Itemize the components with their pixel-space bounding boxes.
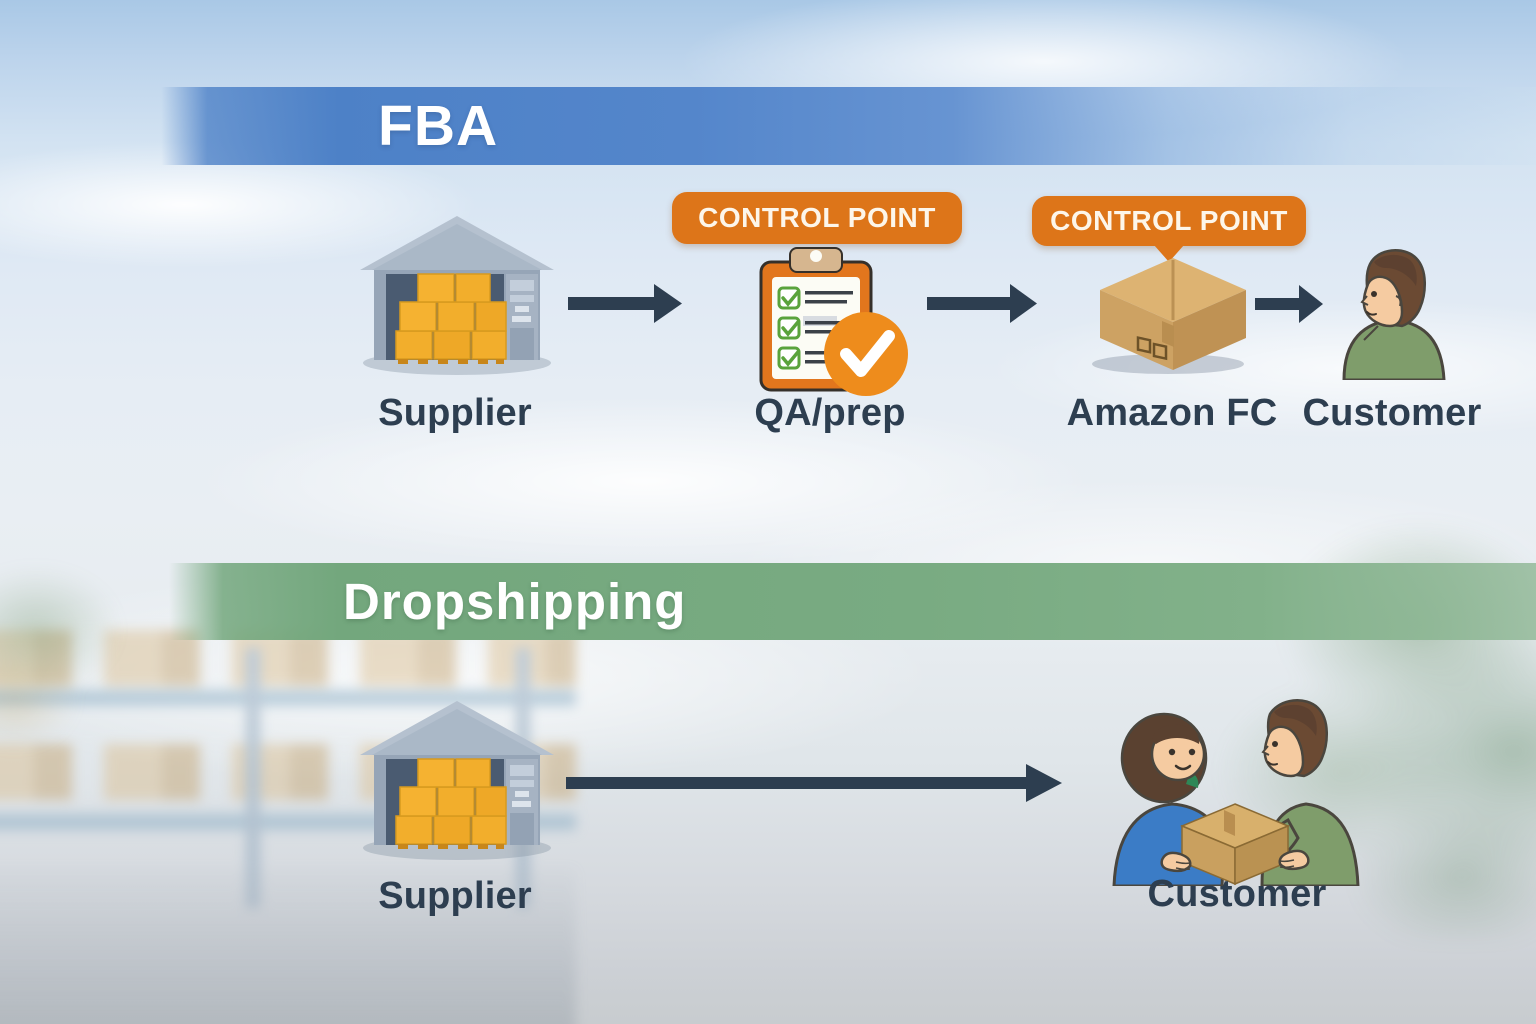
control-point-badge-label: CONTROL POINT <box>698 202 936 233</box>
control-point-badge-label: CONTROL POINT <box>1050 205 1288 236</box>
arrow-supplier-to-customer <box>566 764 1062 802</box>
fba-section-banner: FBA <box>0 87 1536 165</box>
dropshipping-title: Dropshipping <box>343 573 687 630</box>
people-exchange-icon <box>1112 699 1360 886</box>
label-supplier-dropshipping: Supplier <box>378 875 532 917</box>
label-supplier-fba: Supplier <box>378 392 532 434</box>
background-post <box>246 648 260 908</box>
shipping-box-icon <box>1092 258 1246 374</box>
label-qa-prep: QA/prep <box>754 392 906 434</box>
label-amazon-fc: Amazon FC <box>1066 392 1278 434</box>
label-customer-fba: Customer <box>1302 392 1482 434</box>
fba-title: FBA <box>378 94 499 158</box>
arrow-supplier-to-qa <box>568 284 682 323</box>
badge-pointer-tail <box>1154 245 1184 262</box>
arrow-fc-to-customer <box>1255 285 1323 323</box>
warehouse-icon <box>360 216 554 375</box>
person-icon <box>1342 249 1446 380</box>
dropshipping-section-banner: Dropshipping <box>0 563 1536 640</box>
control-point-badge-fc: CONTROL POINT <box>1032 196 1306 262</box>
clipboard-check-icon <box>759 247 908 396</box>
label-customer-dropshipping: Customer <box>1147 873 1327 915</box>
arrow-qa-to-fc <box>927 284 1037 323</box>
warehouse-icon <box>360 701 554 860</box>
control-point-badge-qa: CONTROL POINT <box>672 192 962 244</box>
